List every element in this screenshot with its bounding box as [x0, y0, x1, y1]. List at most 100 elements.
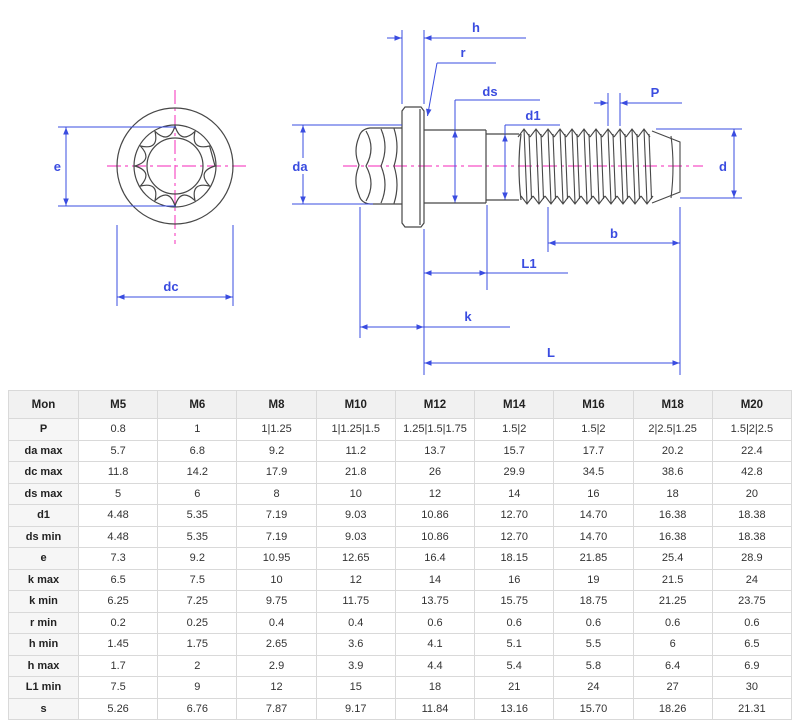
value-cell: 22.4 — [711, 439, 793, 462]
row-label: k min — [8, 590, 79, 613]
label-k: k — [464, 309, 472, 324]
bolt-tip-arc — [670, 135, 674, 199]
row-label: da max — [8, 439, 79, 462]
centerlines — [107, 90, 703, 244]
value-cell: 0.6 — [711, 611, 793, 634]
value-cell: 0.6 — [553, 611, 634, 634]
value-cell: 21 — [474, 676, 555, 699]
value-cell: 12 — [236, 676, 317, 699]
value-cell: 18 — [394, 676, 476, 699]
value-cell: 5.4 — [474, 654, 555, 677]
value-cell: 5.35 — [157, 525, 238, 548]
thread-section — [517, 128, 681, 205]
value-cell: 4.1 — [394, 633, 476, 656]
dimension-h — [387, 30, 526, 104]
value-cell: 0.6 — [632, 611, 713, 634]
value-cell: 6.9 — [711, 654, 793, 677]
value-cell: 6.5 — [77, 568, 159, 591]
value-cell: 0.8 — [77, 418, 159, 441]
dimension-ds — [452, 99, 540, 203]
column-header: Mon — [8, 390, 79, 419]
value-cell: 5.35 — [157, 504, 238, 527]
column-header: M6 — [157, 390, 238, 419]
value-cell: 12.65 — [315, 547, 396, 570]
value-cell: 9.2 — [157, 547, 238, 570]
value-cell: 14 — [474, 482, 555, 505]
row-label: h max — [8, 654, 79, 677]
column-header: M16 — [553, 390, 634, 419]
thread-runout-curve — [518, 133, 522, 201]
value-cell: 1.75 — [157, 633, 238, 656]
value-cell: 6.5 — [711, 633, 793, 656]
label-r: r — [460, 45, 465, 60]
value-cell: 9.03 — [315, 525, 396, 548]
value-cell: 7.19 — [236, 525, 317, 548]
value-cell: 9.2 — [236, 439, 317, 462]
value-cell: 1|1.25 — [236, 418, 317, 441]
value-cell: 0.25 — [157, 611, 238, 634]
value-cell: 4.48 — [77, 525, 159, 548]
value-cell: 16.38 — [632, 525, 713, 548]
value-cell: 8 — [236, 482, 317, 505]
value-cell: 10.95 — [236, 547, 317, 570]
value-cell: 11.8 — [77, 461, 159, 484]
value-cell: 19 — [553, 568, 634, 591]
value-cell: 15.70 — [553, 697, 634, 720]
value-cell: 0.6 — [474, 611, 555, 634]
value-cell: 12.70 — [474, 504, 555, 527]
head-lobe-line-3 — [393, 128, 398, 204]
value-cell: 0.6 — [394, 611, 476, 634]
value-cell: 7.5 — [77, 676, 159, 699]
value-cell: 24 — [711, 568, 793, 591]
value-cell: 9.03 — [315, 504, 396, 527]
row-label: P — [8, 418, 79, 441]
value-cell: 30 — [711, 676, 793, 699]
value-cell: 16.4 — [394, 547, 476, 570]
head-lobe-line-1 — [365, 130, 372, 202]
value-cell: 9.75 — [236, 590, 317, 613]
row-label: k max — [8, 568, 79, 591]
value-cell: 38.6 — [632, 461, 713, 484]
column-header: M5 — [77, 390, 159, 419]
value-cell: 9 — [157, 676, 238, 699]
value-cell: 6 — [632, 633, 713, 656]
label-dc: dc — [163, 279, 178, 294]
extension-lines — [359, 205, 681, 375]
column-header: M8 — [236, 390, 317, 419]
da-label-backing — [288, 158, 313, 174]
value-cell: 9.17 — [315, 697, 396, 720]
value-cell: 34.5 — [553, 461, 634, 484]
bolt-tip-chamfer — [651, 130, 681, 204]
row-label: dc max — [8, 461, 79, 484]
value-cell: 16 — [474, 568, 555, 591]
value-cell: 11.2 — [315, 439, 396, 462]
value-cell: 1.7 — [77, 654, 159, 677]
dimension-dc — [116, 225, 234, 306]
head-profile — [355, 127, 402, 205]
value-cell: 20 — [711, 482, 793, 505]
value-cell: 14.70 — [553, 525, 634, 548]
value-cell: 16 — [553, 482, 634, 505]
value-cell: 21.5 — [632, 568, 713, 591]
value-cell: 13.75 — [394, 590, 476, 613]
value-cell: 0.2 — [77, 611, 159, 634]
flange-outer-circle — [116, 107, 234, 225]
label-d1: d1 — [525, 108, 540, 123]
flange-bolt-technical-drawing: e dc h r ds d1 P da d b L1 k L — [53, 20, 742, 375]
row-label: r min — [8, 611, 79, 634]
value-cell: 18 — [632, 482, 713, 505]
label-da: da — [292, 159, 308, 174]
value-cell: 2|2.5|1.25 — [632, 418, 713, 441]
value-cell: 12 — [394, 482, 476, 505]
value-cell: 3.6 — [315, 633, 396, 656]
value-cell: 1.5|2 — [553, 418, 634, 441]
